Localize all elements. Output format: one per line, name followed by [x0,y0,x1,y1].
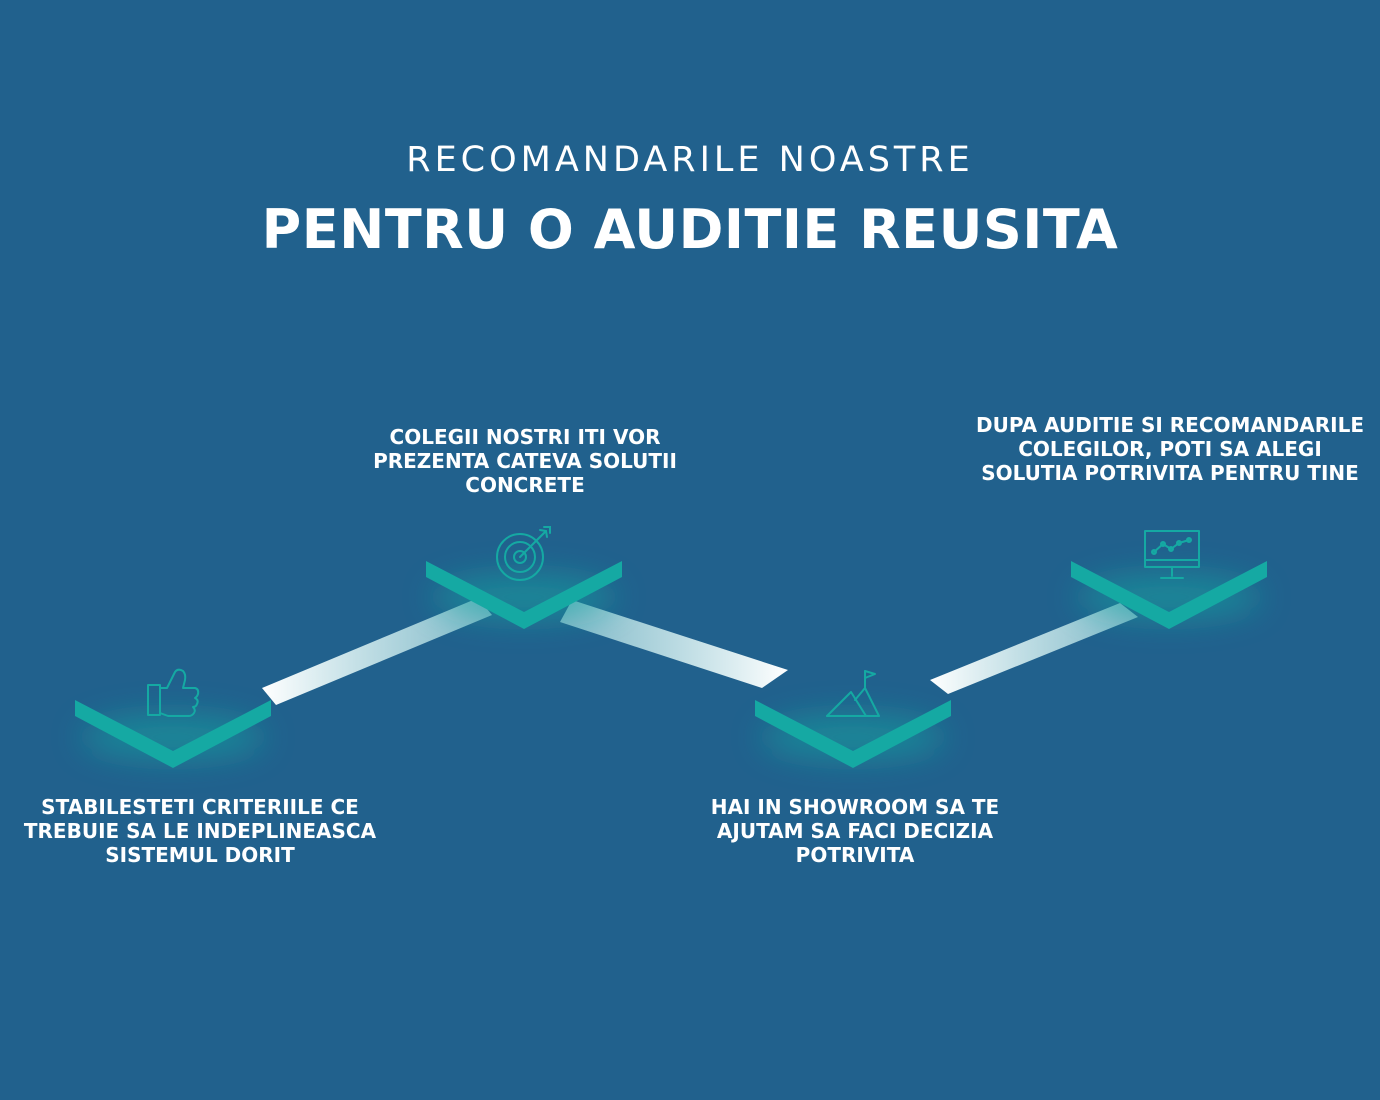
connector-band-2 [560,600,788,688]
step-4-text: DUPA AUDITIE SI RECOMANDARILE COLEGILOR,… [976,413,1364,485]
step-1-text: STABILESTETI CRITERIILE CE TREBUIE SA LE… [23,795,377,867]
step-2-text: COLEGII NOSTRI ITI VOR PREZENTA CATEVA S… [373,425,677,497]
connector-band-3 [930,603,1138,694]
step-3-text: HAI IN SHOWROOM SA TE AJUTAM SA FACI DEC… [710,795,1000,867]
page-title: PENTRU O AUDITIE REUSITA [261,198,1119,261]
connector-band-1 [262,598,492,705]
monitor-chart-icon [1144,530,1200,579]
page-subtitle: RECOMANDARILE NOASTRE [406,140,974,180]
thumbs-up-icon [147,668,200,717]
step-platform-2 [426,561,622,629]
mountain-flag-icon [826,670,880,717]
target-icon [496,526,551,581]
step-platform-4 [1071,561,1267,629]
step-platform-1 [75,700,271,768]
step-platform-3 [755,700,951,768]
